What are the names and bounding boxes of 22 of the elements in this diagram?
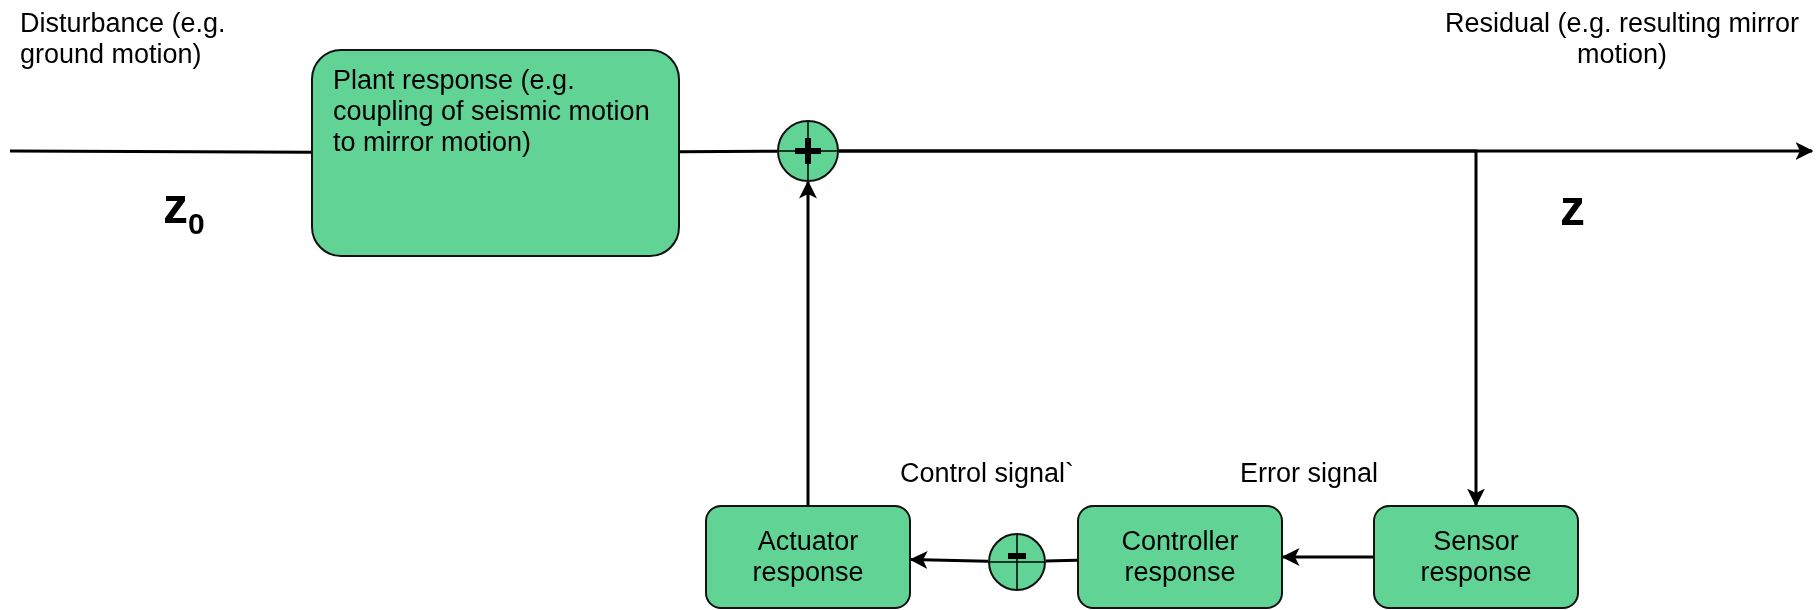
signal-label: Disturbance (e.g. ground motion): [20, 8, 226, 69]
signal-label: Control signal`: [900, 458, 1075, 488]
signal-arrow: [1281, 548, 1373, 566]
summing-junction: [988, 533, 1046, 591]
box-text: Controller response: [1120, 526, 1240, 588]
signal-label: Error signal: [1240, 458, 1379, 488]
process-box: [1077, 505, 1283, 609]
signal-line: [1045, 558, 1078, 563]
signal-symbol: z$_{0}$: [163, 178, 205, 234]
signal-symbol: z: [1560, 180, 1585, 236]
box-text: Sensor response: [1419, 526, 1533, 588]
process-box: [705, 505, 911, 609]
box-text: Actuator response: [751, 526, 865, 588]
signal-label: Residual (e.g. resulting mirror motion): [1444, 8, 1800, 69]
signal-arrow: [839, 149, 1485, 507]
process-box: [311, 49, 680, 257]
signal-line: [680, 149, 777, 154]
box-text: Plant response (e.g. coupling of seismic motion to mirror motion): [333, 65, 651, 158]
process-box: [1373, 505, 1579, 609]
signal-arrow: [909, 550, 989, 569]
signal-arrow: [799, 180, 817, 505]
signal-line: [10, 149, 311, 154]
